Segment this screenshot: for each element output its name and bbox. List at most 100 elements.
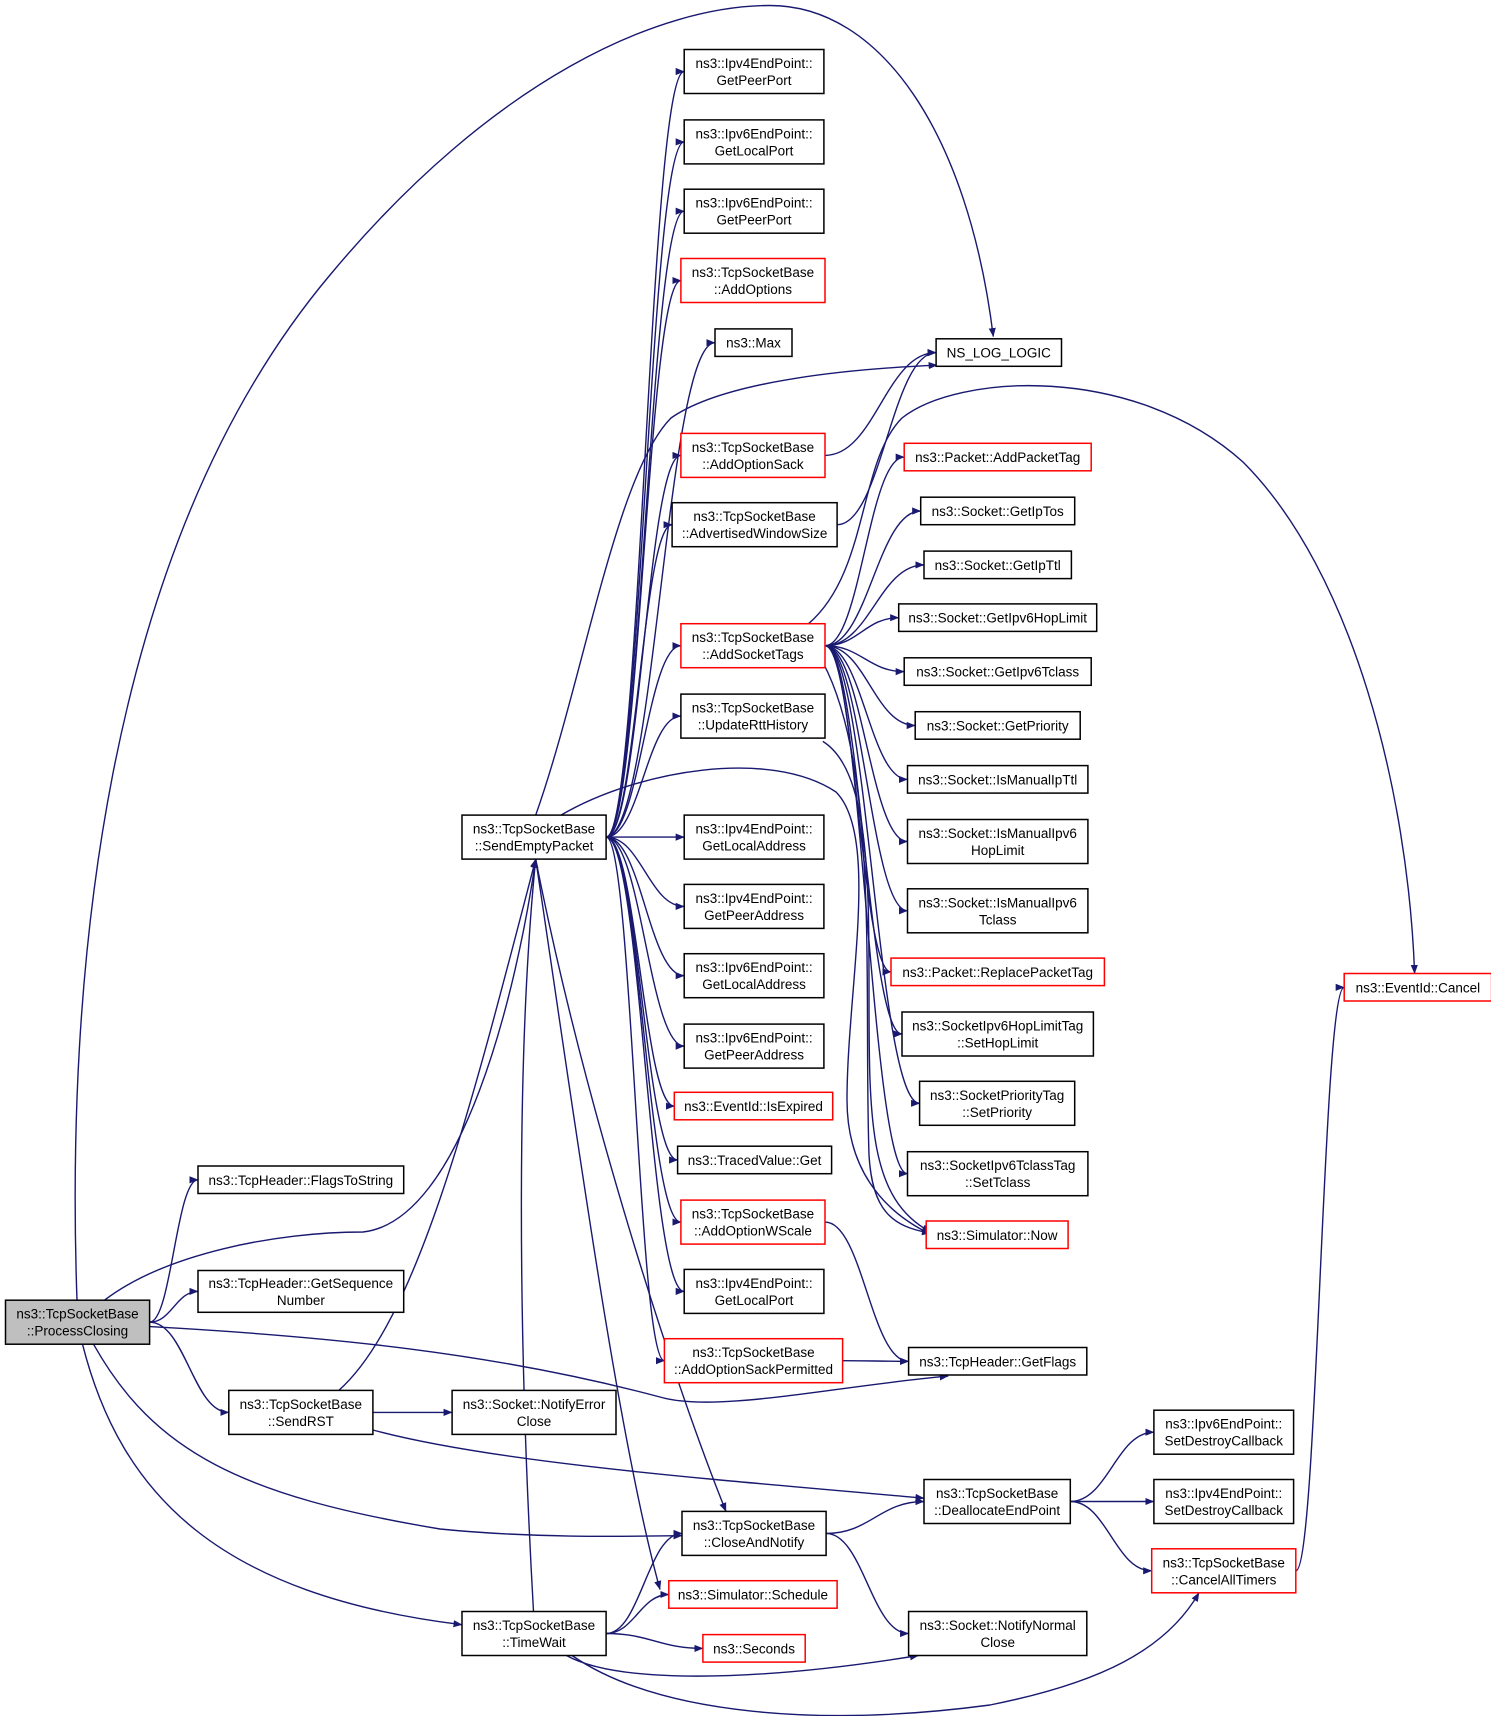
node-label: ns3::Ipv6EndPoint:: <box>696 196 813 211</box>
node-isExpired[interactable]: ns3::EventId::IsExpired <box>673 1091 834 1121</box>
edge-addOptionSackPermitted-to-getFlags <box>842 1357 910 1365</box>
edge-timeWait-to-seconds <box>606 1632 704 1652</box>
edge-processClosing-to-timeWait <box>81 1344 463 1628</box>
node-processClosing[interactable]: ns3::TcpSocketBase::ProcessClosing <box>4 1299 151 1345</box>
node-box <box>906 888 1089 934</box>
node-flagsToString[interactable]: ns3::TcpHeader::FlagsToString <box>197 1165 405 1195</box>
node-label: ns3::TcpSocketBase <box>692 440 814 455</box>
node-label: ns3::TcpHeader::FlagsToString <box>209 1173 394 1188</box>
node-getIpv6HopLimit[interactable]: ns3::Socket::GetIpv6HopLimit <box>897 603 1098 633</box>
node-label: ns3::Ipv6EndPoint:: <box>1165 1417 1282 1432</box>
node-label: ns3::Socket::IsManualIpv6 <box>919 826 1077 841</box>
node-getIpTos[interactable]: ns3::Socket::GetIpTos <box>919 496 1076 526</box>
edge-updateRttHistory-to-simulatorNow <box>822 740 931 1233</box>
node-v4SetDestroyCallback[interactable]: ns3::Ipv4EndPoint::SetDestroyCallback <box>1153 1478 1295 1525</box>
edge-closeAndNotify-to-deallocateEndPoint <box>826 1497 925 1535</box>
node-v6SetDestroyCallback[interactable]: ns3::Ipv6EndPoint::SetDestroyCallback <box>1153 1409 1295 1455</box>
node-label: ns3::TcpSocketBase <box>16 1307 138 1322</box>
node-max[interactable]: ns3::Max <box>714 328 793 358</box>
edge-sendRST-to-sendEmptyPacket <box>338 858 538 1391</box>
node-label: GetPeerPort <box>717 213 792 228</box>
node-box <box>702 1633 806 1663</box>
node-box <box>461 814 607 860</box>
node-box <box>918 1080 1076 1127</box>
node-label: GetLocalPort <box>715 143 794 158</box>
node-setTclass[interactable]: ns3::SocketIpv6TclassTag::SetTclass <box>906 1150 1089 1197</box>
edge-sendEmptyPacket-to-nsLogLogic <box>535 361 938 816</box>
node-sendEmptyPacket[interactable]: ns3::TcpSocketBase::SendEmptyPacket <box>461 814 607 860</box>
node-getPriority[interactable]: ns3::Socket::GetPriority <box>914 710 1081 740</box>
node-setPriority[interactable]: ns3::SocketPriorityTag::SetPriority <box>918 1080 1076 1127</box>
node-addOptions[interactable]: ns3::TcpSocketBase::AddOptions <box>680 257 826 304</box>
node-seconds[interactable]: ns3::Seconds <box>702 1633 806 1663</box>
node-box <box>1343 972 1491 1002</box>
edge-sendEmptyPacket-to-addSocketTags <box>605 642 682 838</box>
node-v6GetLocalPort[interactable]: ns3::Ipv6EndPoint::GetLocalPort <box>683 119 825 165</box>
node-label: ns3::TcpSocketBase <box>473 1618 595 1633</box>
node-label: ::AddOptionWScale <box>694 1224 812 1239</box>
node-advertisedWindowSize[interactable]: ns3::TcpSocketBase::AdvertisedWindowSize <box>671 501 838 548</box>
node-v6GetLocalAddress[interactable]: ns3::Ipv6EndPoint::GetLocalAddress <box>683 952 825 999</box>
node-v6GetPeerPort[interactable]: ns3::Ipv6EndPoint::GetPeerPort <box>683 188 825 234</box>
node-box <box>680 432 826 479</box>
node-label: ns3::SocketIpv6HopLimitTag <box>912 1019 1083 1034</box>
node-box <box>680 257 826 304</box>
node-closeAndNotify[interactable]: ns3::TcpSocketBase::CloseAndNotify <box>681 1510 827 1557</box>
node-simulatorNow[interactable]: ns3::Simulator::Now <box>925 1220 1069 1250</box>
node-tracedValueGet[interactable]: ns3::TracedValue::Get <box>676 1145 833 1175</box>
node-timeWait[interactable]: ns3::TcpSocketBase::TimeWait <box>461 1610 607 1657</box>
node-label: ns3::Ipv4EndPoint:: <box>696 822 813 837</box>
node-v4GetLocalAddress[interactable]: ns3::Ipv4EndPoint::GetLocalAddress <box>683 814 825 860</box>
node-isManualIpTtl[interactable]: ns3::Socket::IsManualIpTtl <box>906 764 1089 794</box>
node-cancelAllTimers[interactable]: ns3::TcpSocketBase::CancelAllTimers <box>1150 1548 1297 1594</box>
node-eventIdCancel[interactable]: ns3::EventId::Cancel <box>1343 972 1491 1002</box>
node-deallocateEndPoint[interactable]: ns3::TcpSocketBase::DeallocateEndPoint <box>923 1478 1072 1525</box>
node-v4GetPeerAddress[interactable]: ns3::Ipv4EndPoint::GetPeerAddress <box>683 883 825 930</box>
node-nsLogLogic[interactable]: NS_LOG_LOGIC <box>935 338 1063 368</box>
node-box <box>907 1610 1088 1657</box>
node-getIpv6Tclass[interactable]: ns3::Socket::GetIpv6Tclass <box>903 657 1092 687</box>
node-box <box>4 1299 151 1345</box>
node-label: GetPeerAddress <box>704 1048 804 1063</box>
nodes-layer: ns3::TcpSocketBase::ProcessClosingns3::T… <box>4 48 1491 1663</box>
node-box <box>663 1337 844 1384</box>
edge-deallocateEndPoint-to-v6SetDestroyCallback <box>1070 1428 1155 1503</box>
node-setHopLimit[interactable]: ns3::SocketIpv6HopLimitTag::SetHopLimit <box>901 1011 1095 1057</box>
node-box <box>903 657 1092 687</box>
node-addOptionWScale[interactable]: ns3::TcpSocketBase::AddOptionWScale <box>680 1199 826 1245</box>
node-addOptionSackPermitted[interactable]: ns3::TcpSocketBase::AddOptionSackPermitt… <box>663 1337 844 1384</box>
edge-addOptionWScale-to-getFlags <box>824 1221 910 1365</box>
node-label: SetDestroyCallback <box>1164 1503 1283 1518</box>
edge-processClosing-to-getFlags <box>149 1325 949 1403</box>
node-getFlags[interactable]: ns3::TcpHeader::GetFlags <box>907 1346 1088 1376</box>
edge-addSocketTags-to-isManualIpTtl <box>824 645 908 783</box>
node-box <box>680 622 826 669</box>
node-addSocketTags[interactable]: ns3::TcpSocketBase::AddSocketTags <box>680 622 826 669</box>
node-schedule[interactable]: ns3::Simulator::Schedule <box>668 1579 838 1609</box>
edge-sendEmptyPacket-to-v4GetPeerAddress <box>606 836 685 910</box>
edge-sendEmptyPacket-to-v6GetLocalAddress <box>606 836 685 980</box>
node-box <box>919 496 1076 526</box>
node-sendRST[interactable]: ns3::TcpSocketBase::SendRST <box>228 1389 374 1436</box>
node-v6GetPeerAddress[interactable]: ns3::Ipv6EndPoint::GetPeerAddress <box>683 1023 825 1069</box>
node-v4GetLocalPort[interactable]: ns3::Ipv4EndPoint::GetLocalPort <box>683 1268 825 1315</box>
node-updateRttHistory[interactable]: ns3::TcpSocketBase::UpdateRttHistory <box>680 693 826 739</box>
node-v4GetPeerPort[interactable]: ns3::Ipv4EndPoint::GetPeerPort <box>683 48 825 95</box>
node-label: ns3::TcpSocketBase <box>693 1518 815 1533</box>
node-box <box>906 764 1089 794</box>
node-addPacketTag[interactable]: ns3::Packet::AddPacketTag <box>903 442 1092 472</box>
node-label: Close <box>517 1414 552 1429</box>
node-getIpTtl[interactable]: ns3::Socket::GetIpTtl <box>923 550 1073 580</box>
edge-timeWait-to-sendEmptyPacket <box>520 858 539 1612</box>
node-addOptionSack[interactable]: ns3::TcpSocketBase::AddOptionSack <box>680 432 826 479</box>
node-replacePacketTag[interactable]: ns3::Packet::ReplacePacketTag <box>890 957 1106 987</box>
node-label: ns3::Ipv6EndPoint:: <box>696 960 813 975</box>
edge-timeWait-to-notifyNormalClose <box>566 1653 919 1677</box>
edge-addSocketTags-to-isManualIpv6HopLimit <box>824 645 908 846</box>
